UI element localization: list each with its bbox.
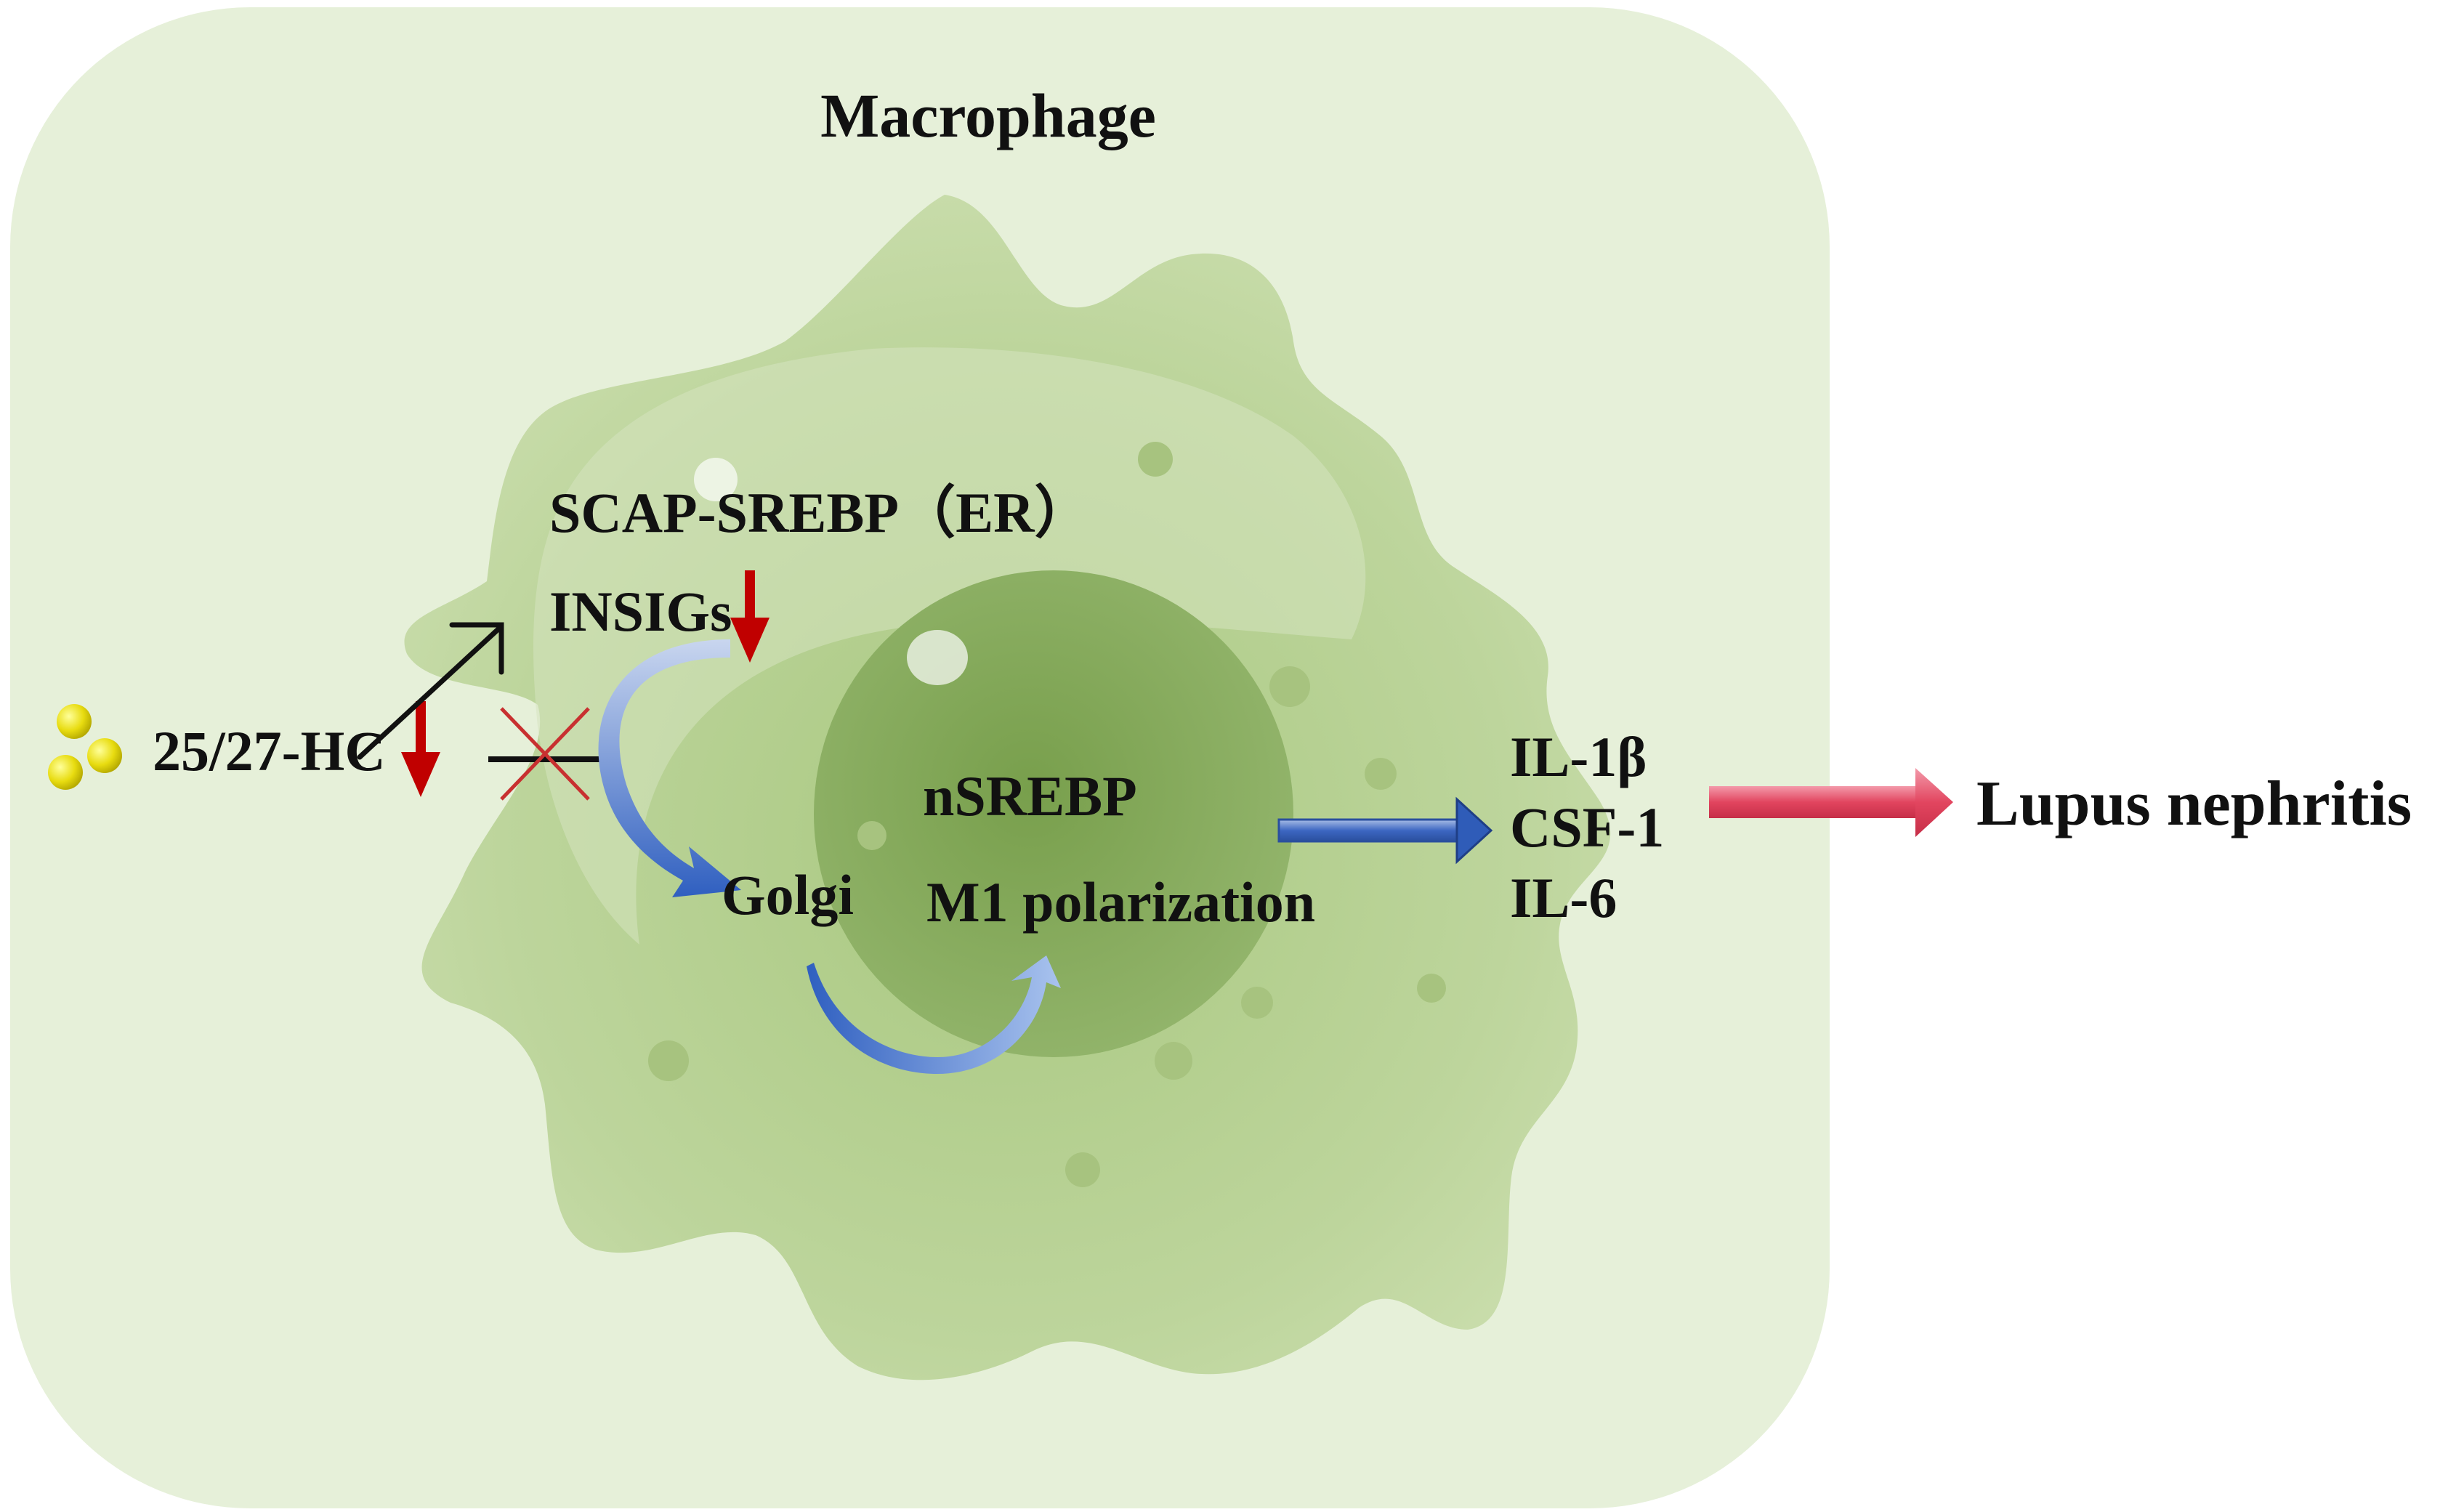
label-scap-srebp: SCAP-SREBP（ER） <box>549 481 1091 544</box>
nucleus-highlight <box>907 630 968 685</box>
label-csf-1: CSF-1 <box>1510 796 1664 859</box>
nucleus <box>814 570 1293 1057</box>
cytoplasm-region <box>533 347 1366 945</box>
vesicle-highlight <box>694 458 738 501</box>
label-m1-polarization: M1 polarization <box>926 870 1315 934</box>
label-25-27-hc: 25/27-HC <box>153 719 386 783</box>
er-to-golgi-arrow <box>598 639 741 897</box>
label-insigs: INSIGs <box>549 580 732 643</box>
activation-arrow <box>357 622 504 760</box>
outcome-arrow <box>1709 768 1953 837</box>
label-nsrebp: nSREBP <box>923 764 1137 828</box>
label-il-6: IL-6 <box>1510 866 1617 929</box>
label-lupus-nephritis: Lupus nephritis <box>1976 769 2412 839</box>
cytokine-release-arrow <box>1277 796 1493 865</box>
vesicles <box>648 442 1446 1187</box>
label-golgi: Golgi <box>722 863 854 926</box>
golgi-to-nucleus-arrow <box>807 955 1061 1074</box>
label-il-1b: IL-1β <box>1510 725 1647 788</box>
oxysterol-dots-icon <box>48 704 122 790</box>
insigs-down-arrow <box>730 570 769 663</box>
title-macrophage: Macrophage <box>820 81 1156 150</box>
hc-down-arrow <box>401 701 440 797</box>
